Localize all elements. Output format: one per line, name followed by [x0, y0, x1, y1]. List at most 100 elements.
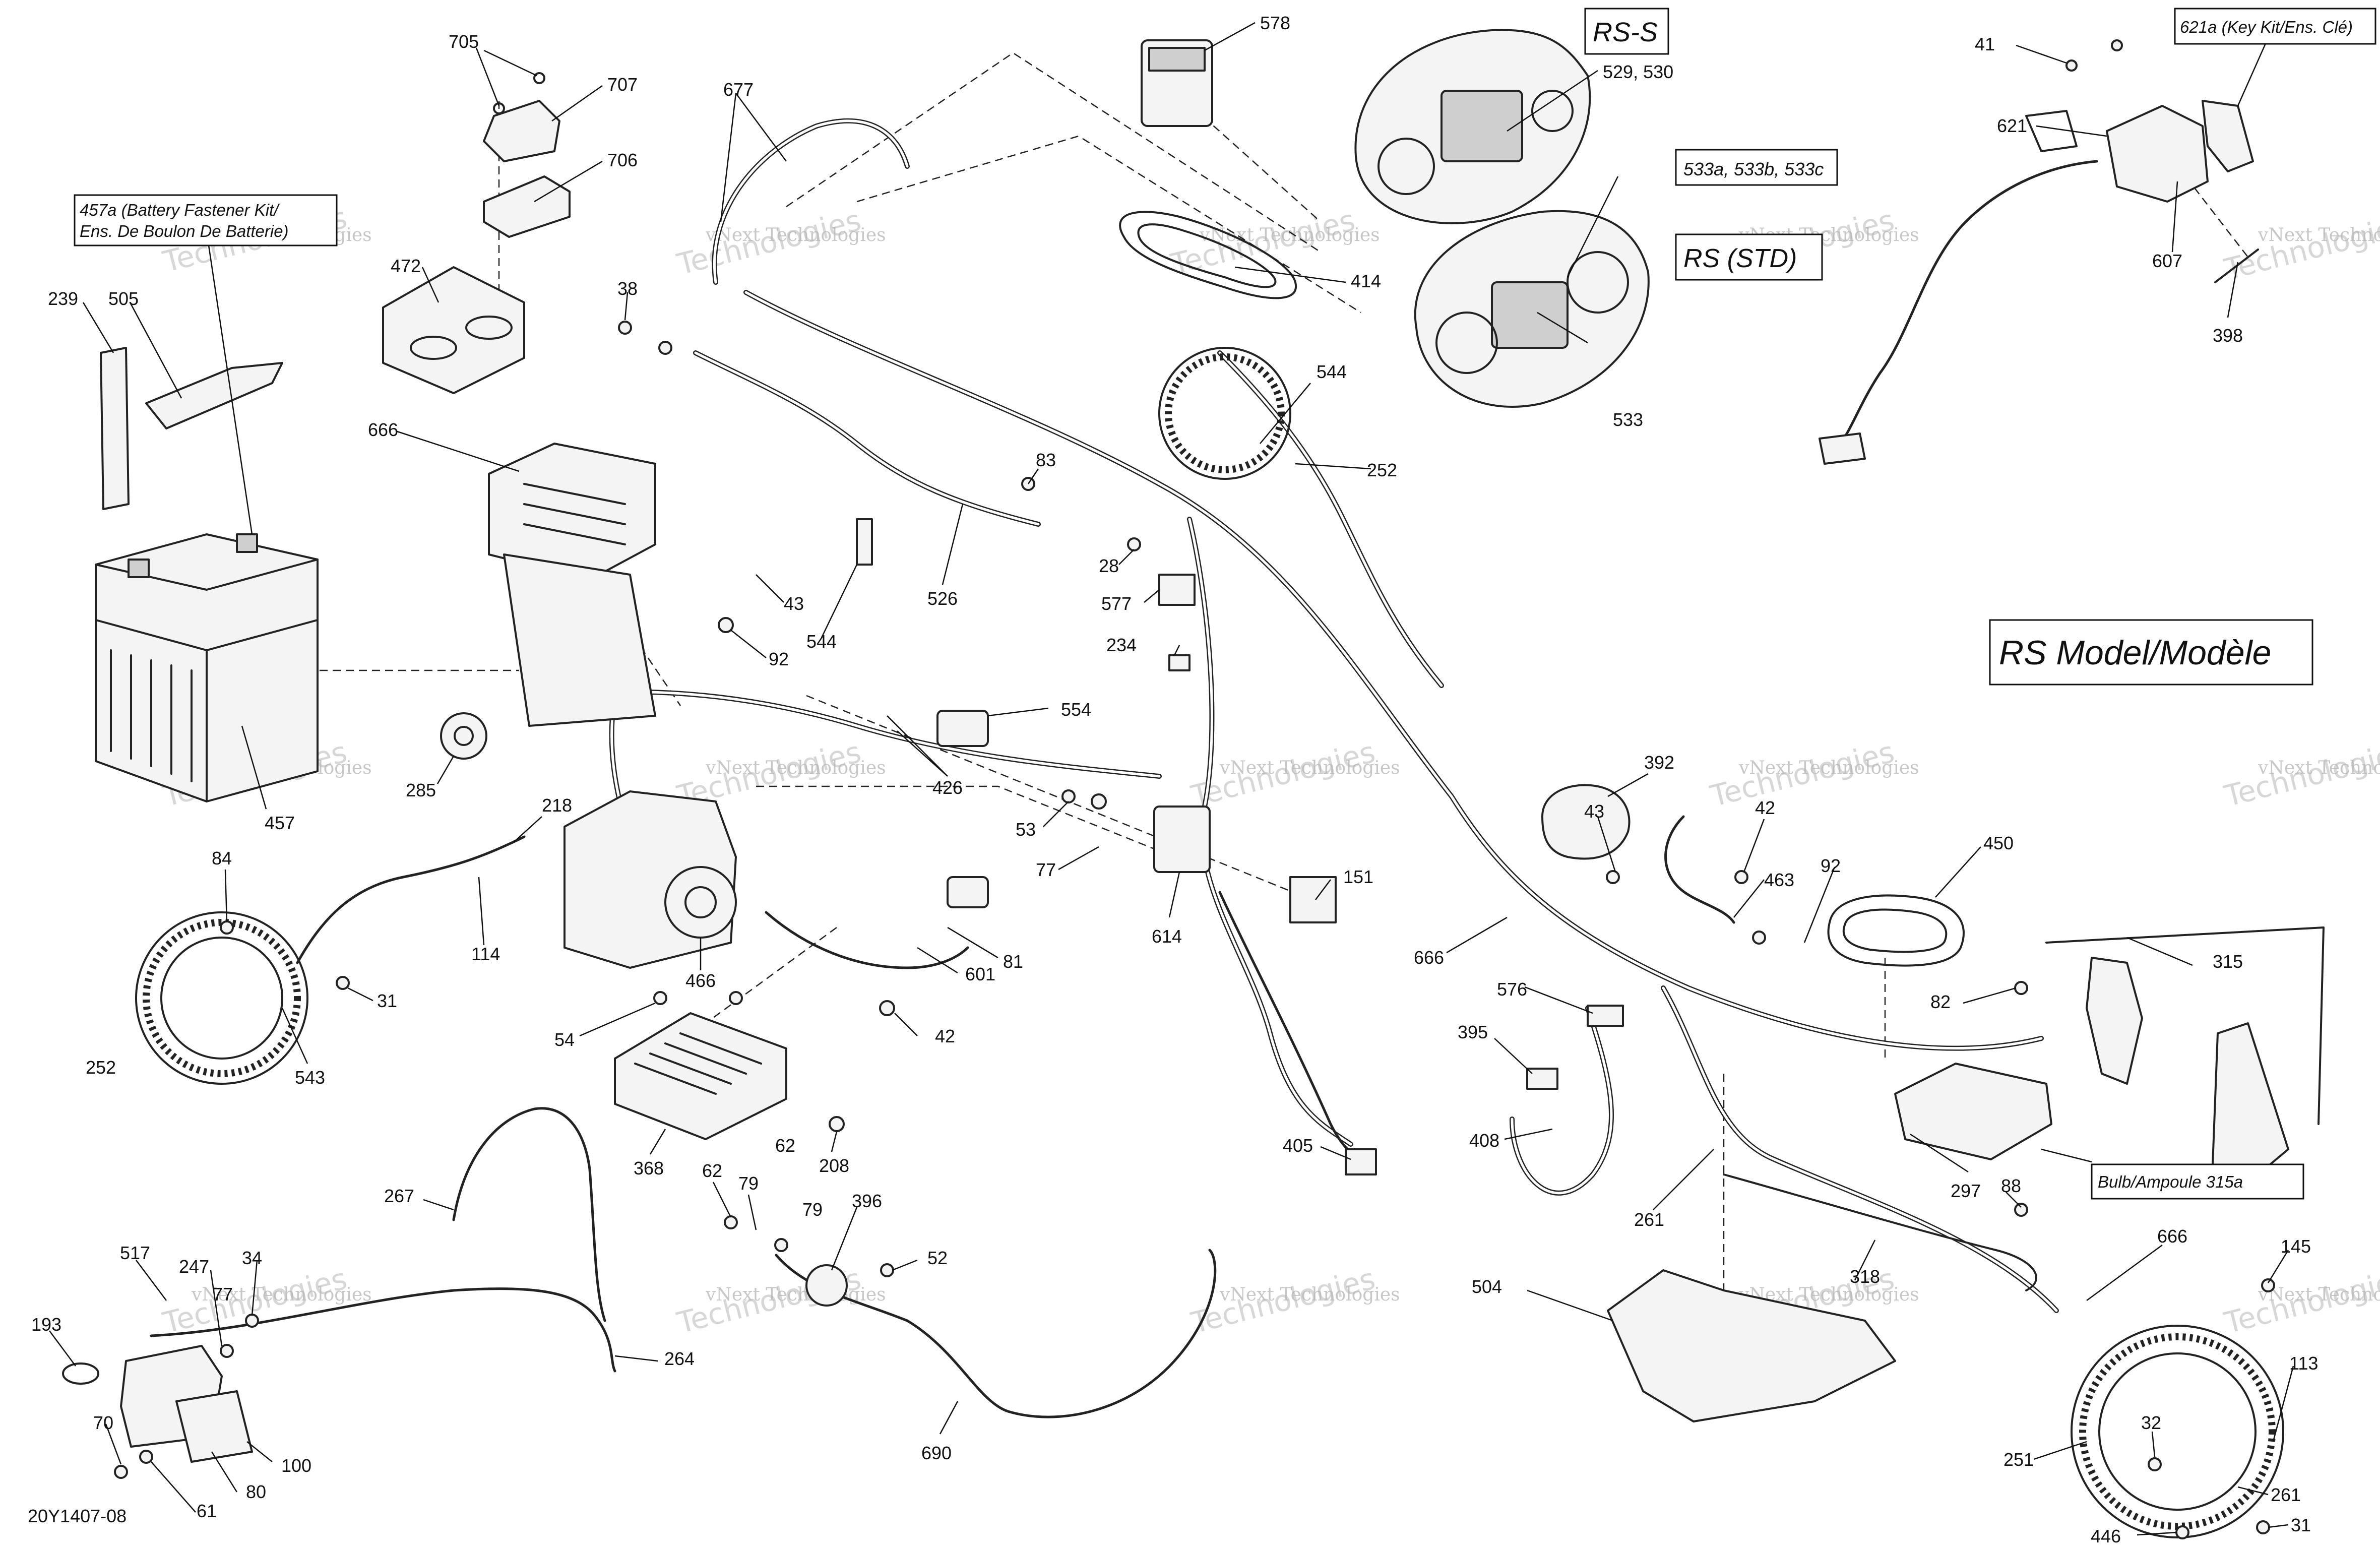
screw-31	[336, 976, 350, 990]
leader-472	[421, 267, 440, 303]
leader-463	[1733, 879, 1765, 918]
part-label-193: 193	[31, 1314, 61, 1335]
part-label-450: 450	[1983, 833, 2014, 853]
part-label-554: 554	[1061, 699, 1091, 720]
leader-77	[1058, 846, 1099, 871]
part-label-208: 208	[819, 1155, 849, 1176]
part-label-80: 80	[246, 1481, 266, 1502]
rs-std-box	[1675, 233, 1823, 281]
screw-42	[1734, 870, 1748, 884]
bracket-706	[483, 175, 571, 238]
bracket-504-body	[1607, 1269, 1896, 1422]
coil-396	[805, 1264, 848, 1307]
leader-392	[1607, 773, 1649, 797]
leader-251	[2033, 1441, 2087, 1460]
screw-53	[1061, 789, 1076, 803]
leader-52	[892, 1259, 918, 1271]
part-label-79: 79	[802, 1199, 823, 1220]
leader-426	[887, 715, 948, 777]
part-label-318: 318	[1850, 1266, 1880, 1287]
leader-614	[1168, 872, 1180, 918]
leader-398	[2227, 262, 2239, 318]
ignition-switch-621	[1819, 100, 2259, 465]
part-label-267: 267	[384, 1186, 414, 1206]
leader-601	[917, 947, 958, 974]
screw-31	[2256, 1520, 2270, 1534]
watermark: vNext Technologies	[1219, 758, 1400, 778]
harness-branch-inner	[1188, 518, 1352, 1146]
cable-264	[150, 1287, 616, 1373]
leader-706	[534, 160, 603, 203]
part-label-113: 113	[2289, 1353, 2318, 1374]
headlight-bracket-lines	[2045, 926, 2325, 1125]
bracket-472-slot	[410, 336, 457, 360]
nut-62	[774, 1238, 788, 1252]
horn-392-body	[1541, 784, 1631, 860]
voltage-regulator-368	[614, 1012, 787, 1140]
leader-414	[1234, 266, 1346, 283]
screw-88	[2014, 1203, 2028, 1217]
screw-82	[2014, 981, 2028, 995]
part-label-614: 614	[1152, 926, 1182, 947]
part-label-31: 31	[2291, 1515, 2311, 1535]
clip-576	[1587, 1005, 1624, 1027]
part-label-61: 61	[197, 1501, 217, 1521]
part-label-315: 315	[2213, 951, 2243, 972]
sensor-707-assembly	[483, 72, 571, 238]
leader-92	[730, 630, 767, 658]
cluster-rs-s-gauge	[1531, 90, 1574, 132]
leader-504	[1527, 1289, 1613, 1322]
part-label-621: 621	[1997, 115, 2027, 136]
leader-61	[151, 1461, 196, 1513]
cluster-rs-std-screen	[1491, 281, 1569, 349]
leader-517	[136, 1260, 167, 1301]
regulator-body	[614, 1012, 787, 1140]
part-label-218: 218	[542, 795, 572, 816]
leader-505	[129, 302, 182, 399]
part-label-43: 43	[784, 593, 804, 614]
part-label-395: 395	[1458, 1022, 1488, 1042]
clip-208	[829, 1116, 845, 1132]
screw-247	[220, 1344, 234, 1358]
harness-main-run-inner	[744, 291, 2043, 1050]
tone-ring-teeth	[2079, 1333, 2276, 1530]
leader-31b	[2268, 1524, 2289, 1528]
leader-247	[210, 1270, 223, 1346]
part-label-31: 31	[377, 990, 397, 1011]
gasket-414	[1119, 211, 1297, 299]
harness-branch-inner	[1511, 1007, 1613, 1195]
watermark-big: Technologies	[2221, 1261, 2380, 1340]
leader-396	[831, 1207, 858, 1271]
leader-42	[894, 1013, 918, 1036]
screw-54	[653, 991, 667, 1005]
part-label-251: 251	[2003, 1449, 2034, 1470]
fuse-box	[488, 443, 656, 727]
battery-kit-label-line1: 457a (Battery Fastener Kit/	[80, 201, 280, 219]
part-label-578: 578	[1260, 13, 1290, 33]
part-label-544: 544	[1317, 361, 1347, 382]
ignition-switch-body	[2106, 105, 2209, 203]
harness-branch-inner	[694, 351, 1040, 526]
leader-529	[1507, 70, 1598, 132]
key-621a	[2202, 100, 2254, 172]
headlight-lens	[2212, 1022, 2289, 1175]
part-label-601: 601	[965, 964, 995, 984]
leader-666c	[2086, 1244, 2163, 1302]
part-label-82: 82	[1930, 992, 1951, 1012]
gasket-414-outer	[1119, 211, 1297, 299]
screw-34	[245, 1314, 259, 1328]
leader-114	[478, 877, 485, 946]
tone-ring-251	[2071, 1325, 2284, 1538]
part-label-446: 446	[2091, 1526, 2121, 1546]
part-label-261: 261	[2271, 1484, 2301, 1505]
watermark: vNext Technologies	[705, 225, 886, 245]
leader-145	[2267, 1250, 2289, 1283]
leader-408	[1504, 1128, 1553, 1140]
battery-strap-239	[100, 347, 283, 510]
part-label-261: 261	[1634, 1209, 1664, 1230]
leader-395	[1494, 1038, 1533, 1074]
connector-554	[936, 710, 989, 747]
leader-457	[241, 725, 267, 810]
part-label-247: 247	[179, 1256, 209, 1277]
cable-114	[296, 835, 526, 964]
